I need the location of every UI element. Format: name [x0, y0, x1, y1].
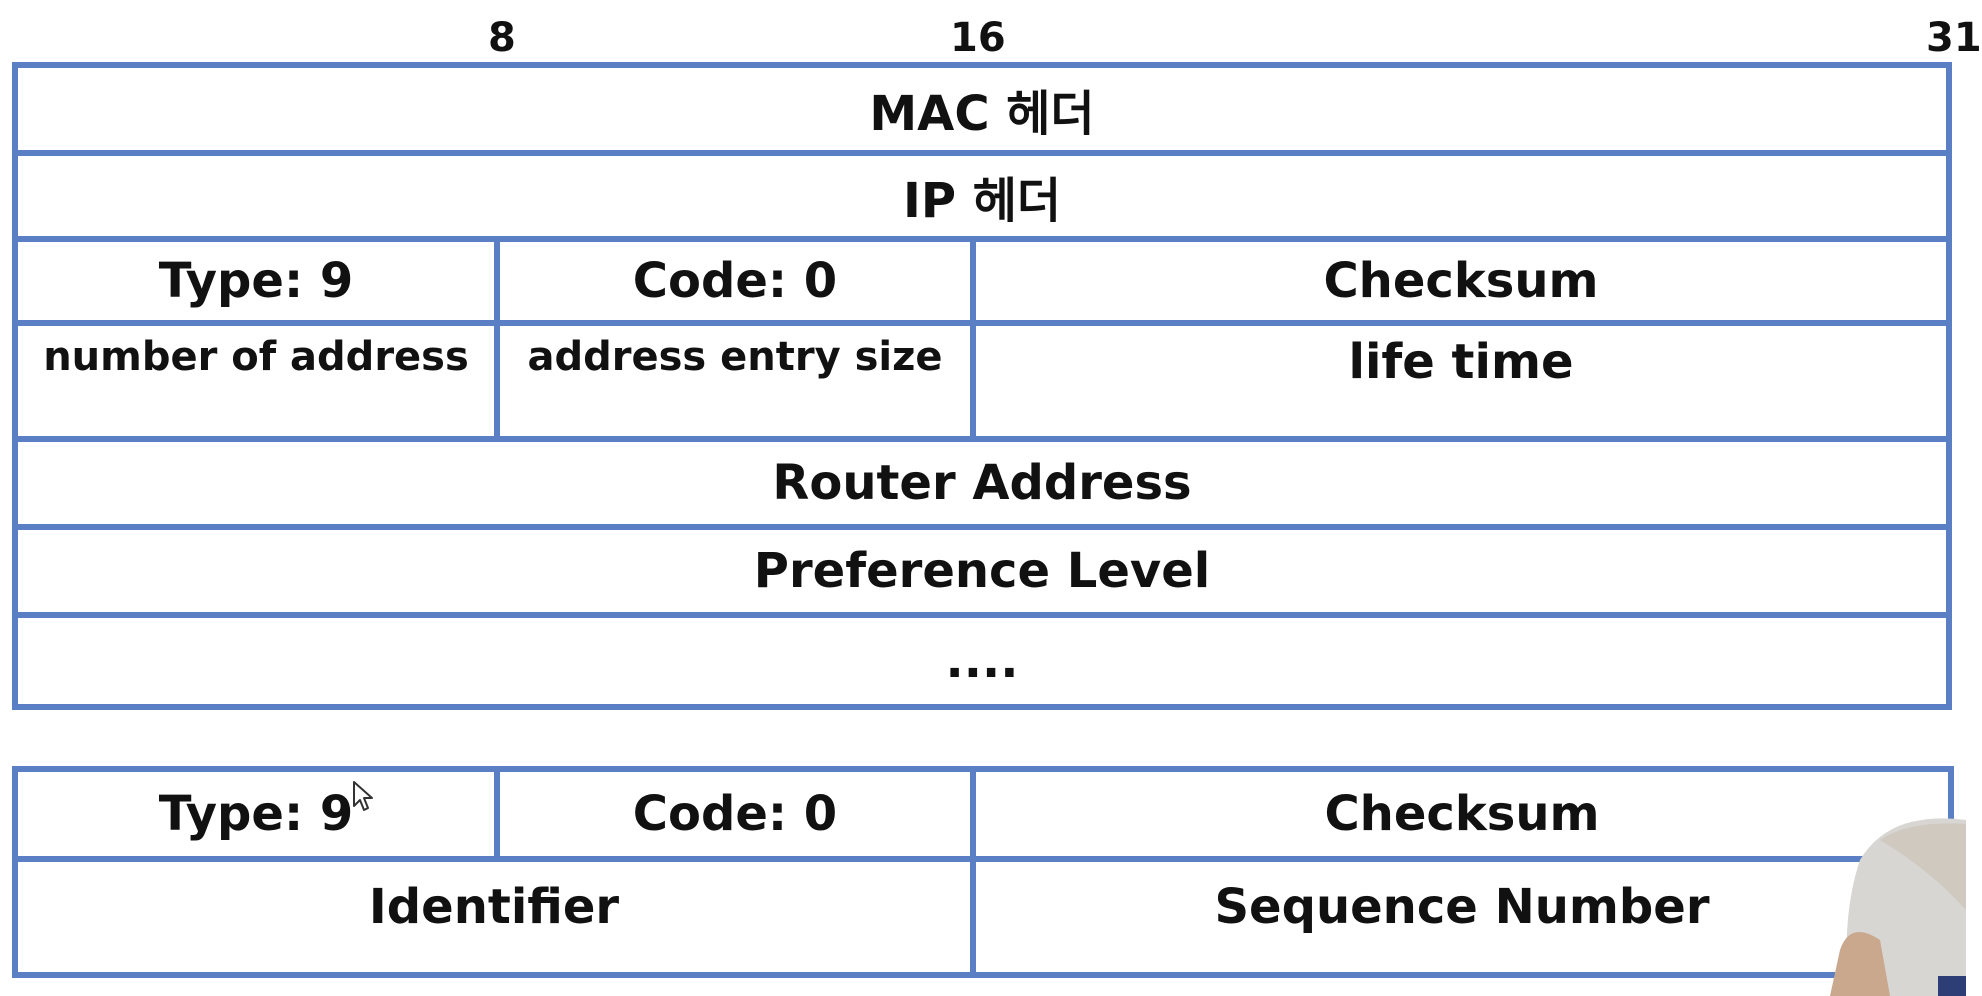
bit-label-16: 16: [950, 15, 1006, 61]
checksum-field: Checksum: [1323, 253, 1599, 309]
column-divider: [494, 242, 500, 436]
column-divider: [970, 772, 976, 972]
ellipsis-field: ....: [945, 633, 1019, 689]
column-divider: [494, 772, 500, 856]
router-address-field: Router Address: [772, 455, 1192, 511]
row-divider: [18, 236, 1946, 242]
row-divider: [18, 320, 1946, 326]
preference-level-field: Preference Level: [753, 543, 1211, 599]
code-field: Code: 0: [632, 786, 838, 842]
row-divider: [18, 436, 1946, 442]
bit-label-8: 8: [488, 15, 516, 61]
address-entry-size-field: address entry size: [527, 334, 943, 380]
type-field: Type: 9: [158, 786, 354, 842]
life-time-field: life time: [1348, 334, 1574, 390]
identifier-field: Identifier: [368, 879, 620, 935]
row-divider: [18, 612, 1946, 618]
row-divider: [18, 150, 1946, 156]
mac-header-field: MAC 헤더: [869, 86, 1095, 142]
presenter-video: [1830, 818, 1966, 996]
identifier-sequence-packet: Type: 9 Code: 0 Checksum Identifier Sequ…: [12, 766, 1954, 978]
row-divider: [18, 856, 1948, 862]
column-divider: [970, 242, 976, 436]
bit-label-31: 31: [1926, 15, 1982, 61]
row-divider: [18, 524, 1946, 530]
checksum-field: Checksum: [1324, 786, 1600, 842]
number-of-address-field: number of address: [43, 334, 469, 380]
type-field: Type: 9: [158, 253, 354, 309]
sequence-number-field: Sequence Number: [1214, 879, 1710, 935]
ip-header-field: IP 헤더: [902, 173, 1062, 229]
code-field: Code: 0: [632, 253, 838, 309]
mouse-pointer-icon: [353, 781, 373, 811]
router-advertisement-packet: MAC 헤더 IP 헤더 Type: 9 Code: 0 Checksum nu…: [12, 62, 1952, 710]
